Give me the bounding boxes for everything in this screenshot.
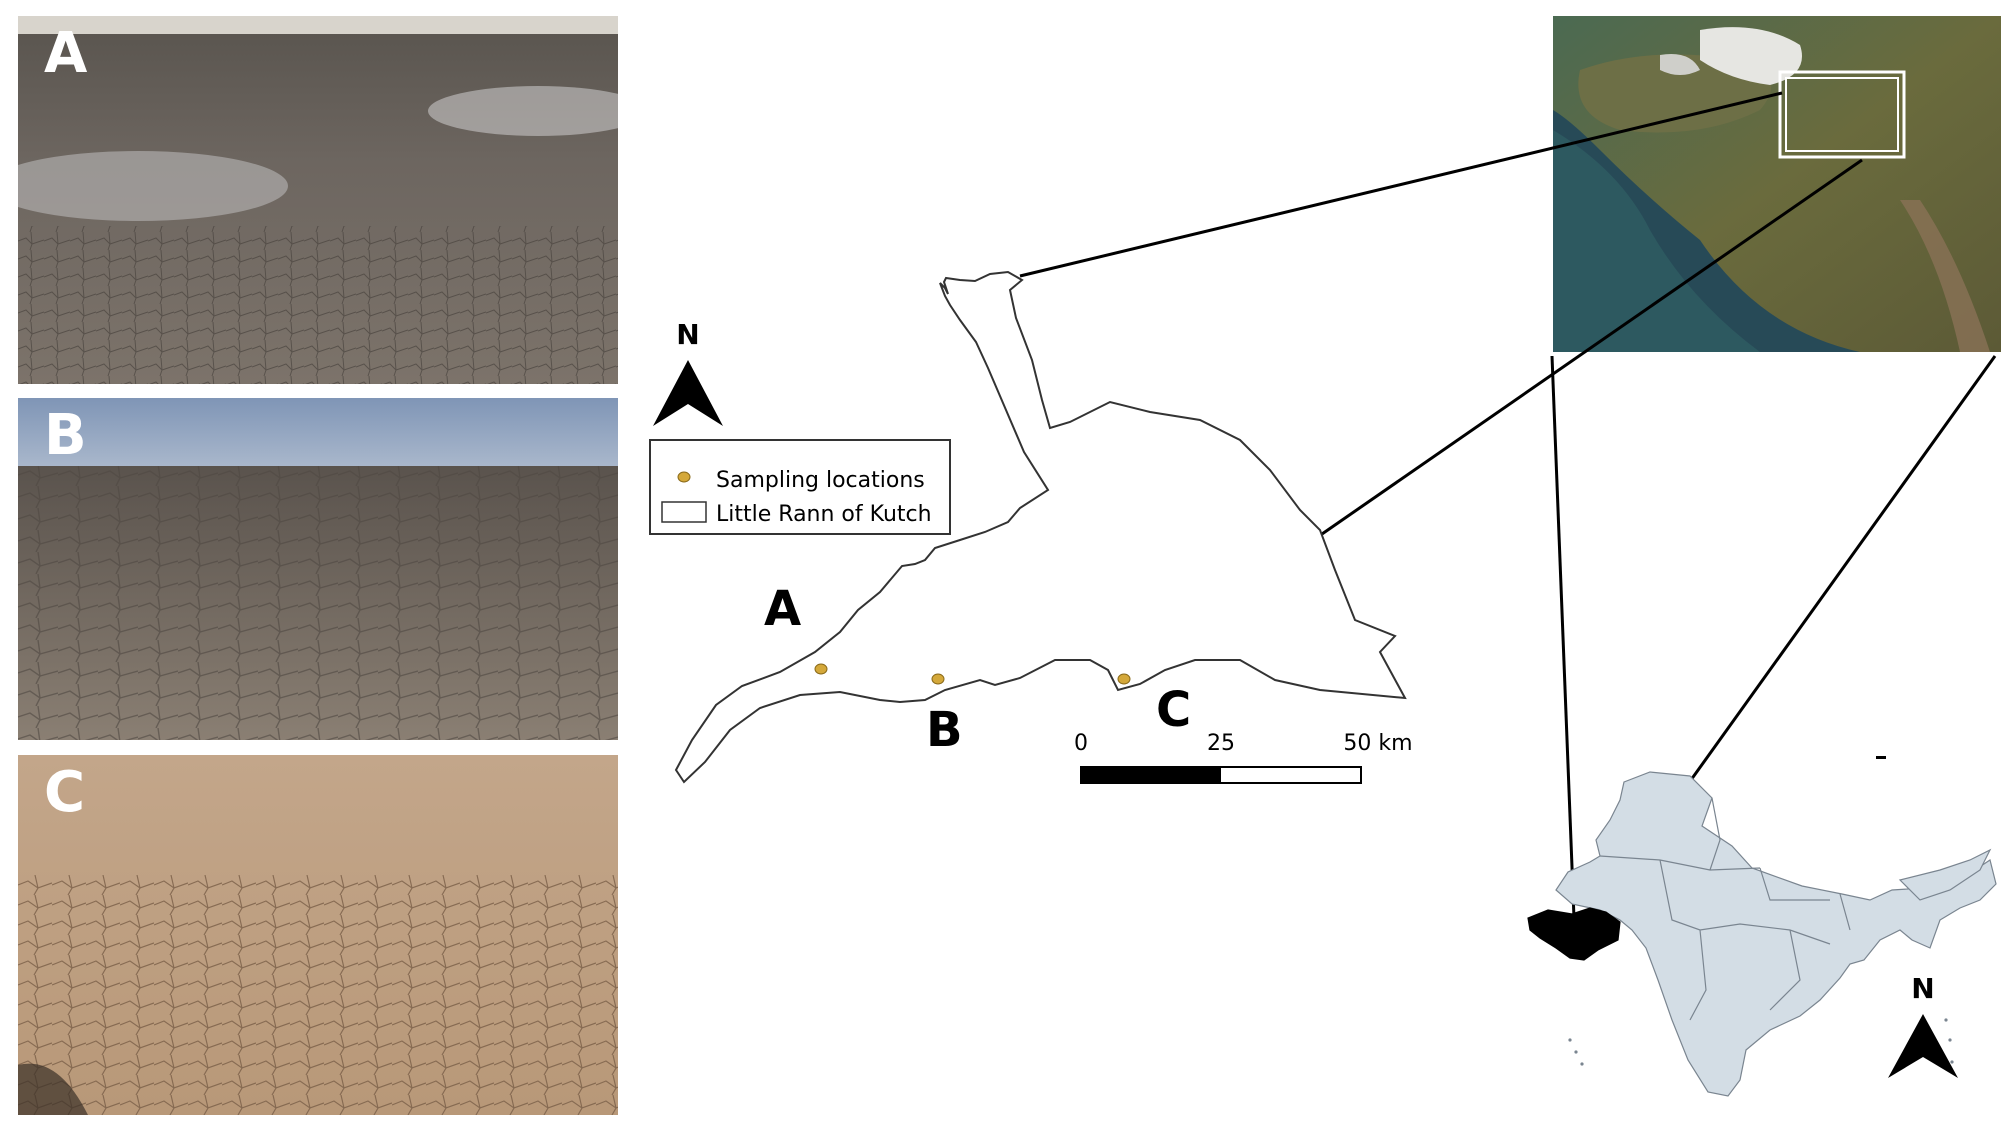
india-outline: [1555, 771, 1997, 1097]
photo-a-image: [18, 16, 618, 384]
sampling-marker-a: [814, 663, 828, 675]
photo-b-image: [18, 398, 618, 740]
india-north-label: N: [1911, 972, 1934, 1005]
site-label-b: B: [926, 702, 963, 758]
little-rann-outline: [674, 270, 1407, 784]
photo-b-label: B: [44, 403, 87, 468]
sampling-marker-b: [931, 673, 945, 685]
legend-region-icon: [661, 501, 707, 523]
photo-site-a: A: [18, 16, 618, 384]
legend-region-label: Little Rann of Kutch: [716, 502, 932, 527]
scale-tick-50: 50 km: [1343, 731, 1412, 756]
sampling-markers: [814, 663, 1131, 685]
photo-c-label: C: [44, 760, 86, 825]
north-arrow-icon: [653, 360, 723, 426]
scale-bar: 0 25 50 km: [1074, 731, 1413, 784]
india-map: [1527, 756, 1997, 1097]
india-north-arrow-icon: [1888, 1014, 1958, 1078]
north-label: N: [676, 318, 699, 351]
photo-site-c: C: [18, 755, 618, 1115]
gujarat-highlight: [1527, 907, 1621, 961]
photo-a-label: A: [44, 21, 88, 86]
photo-site-b: B: [18, 398, 618, 740]
legend: Sampling locations Little Rann of Kutch: [649, 439, 951, 535]
site-label-c: C: [1156, 682, 1191, 738]
site-label-a: A: [764, 581, 801, 637]
sampling-marker-c: [1117, 673, 1131, 685]
legend-sampling-label: Sampling locations: [716, 468, 925, 493]
scale-tick-25: 25: [1207, 731, 1235, 756]
scale-tick-0: 0: [1074, 731, 1088, 756]
india-north-arrow: N: [1888, 972, 1958, 1078]
photo-c-image: [18, 755, 618, 1115]
satellite-image: [1553, 16, 2001, 352]
north-arrow: N: [653, 318, 723, 426]
legend-sampling-icon: [677, 471, 691, 483]
